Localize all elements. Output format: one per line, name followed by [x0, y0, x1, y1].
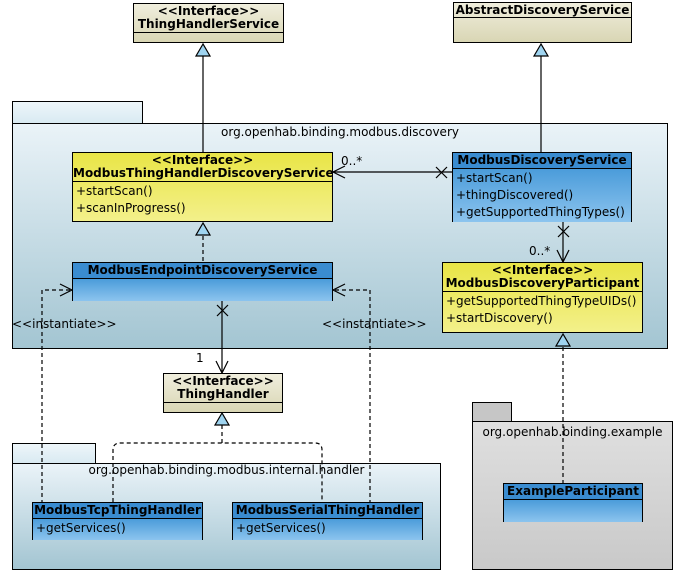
class-body-empty: [504, 500, 642, 522]
class-modbus-serial-thing-handler[interactable]: ModbusSerialThingHandler +getServices(): [232, 502, 423, 540]
class-methods: +startScan() +scanInProgress(): [73, 182, 332, 217]
class-name: ModbusThingHandlerDiscoveryService: [73, 166, 332, 180]
class-name: ModbusDiscoveryService: [453, 153, 631, 169]
association-endpoint-to-thing-handler: [215, 301, 229, 375]
class-body-empty: [73, 279, 332, 301]
multiplicity-label: 0..*: [341, 154, 363, 168]
class-name: ModbusSerialThingHandler: [233, 503, 422, 519]
instantiate-label: <<instantiate>>: [322, 317, 427, 331]
class-modbus-discovery-participant[interactable]: <<Interface>> ModbusDiscoveryParticipant…: [442, 262, 643, 333]
association-service-to-interface: [331, 165, 452, 179]
method-line: +startScan(): [456, 171, 533, 185]
class-methods: +startScan() +thingDiscovered() +getSupp…: [453, 169, 631, 222]
class-name: ModbusDiscoveryParticipant: [445, 276, 640, 290]
class-stereotype: <<Interface>>: [151, 153, 254, 167]
class-example-participant[interactable]: ExampleParticipant: [503, 483, 643, 522]
multiplicity-label: 0..*: [529, 244, 551, 258]
class-name: ModbusTcpThingHandler: [33, 503, 202, 519]
class-name: ModbusEndpointDiscoveryService: [73, 263, 332, 279]
method-line: +startScan(): [76, 184, 153, 198]
class-methods: +getServices(): [33, 519, 202, 540]
class-methods: +getServices(): [233, 519, 422, 540]
class-name: ExampleParticipant: [504, 484, 642, 500]
instantiate-serial-to-endpoint: [331, 283, 371, 502]
class-name: AbstractDiscoveryService: [454, 3, 631, 18]
class-modbus-endpoint-discovery-service[interactable]: ModbusEndpointDiscoveryService: [72, 262, 333, 301]
class-modbus-discovery-service[interactable]: ModbusDiscoveryService +startScan() +thi…: [452, 152, 632, 222]
class-stereotype: <<Interface>>: [491, 263, 594, 277]
class-thing-handler-service[interactable]: <<Interface>> ThingHandlerService: [133, 3, 284, 43]
method-line: +getServices(): [36, 521, 126, 535]
class-stereotype: <<Interface>>: [157, 4, 260, 18]
class-modbus-thing-handler-discovery-service[interactable]: <<Interface>> ModbusThingHandlerDiscover…: [72, 152, 333, 222]
association-service-to-participant: [556, 222, 570, 264]
class-methods: +getSupportedThingTypeUIDs() +startDisco…: [443, 292, 642, 327]
class-name: ThingHandler: [177, 387, 269, 401]
package-example-title: org.openhab.binding.example: [482, 425, 663, 439]
realization-example-to-participant: [554, 332, 572, 483]
method-line: +getSupportedThingTypes(): [456, 205, 625, 219]
generalization-to-abstract-discovery-service: [532, 42, 550, 152]
class-stereotype: <<Interface>>: [172, 374, 274, 388]
package-handler-title: org.openhab.binding.modbus.internal.hand…: [88, 463, 365, 477]
class-name: ThingHandlerService: [137, 17, 280, 31]
realization-endpoint-to-interface: [194, 221, 212, 262]
class-modbus-tcp-thing-handler[interactable]: ModbusTcpThingHandler +getServices(): [32, 502, 203, 540]
method-line: +thingDiscovered(): [456, 188, 574, 202]
method-line: +startDiscovery(): [446, 311, 553, 325]
package-discovery-title: org.openhab.binding.modbus.discovery: [221, 125, 459, 139]
generalization-to-thing-handler-service: [194, 42, 212, 152]
method-line: +getSupportedThingTypeUIDs(): [446, 294, 637, 308]
class-abstract-discovery-service[interactable]: AbstractDiscoveryService: [453, 2, 632, 43]
instantiate-label: <<instantiate>>: [12, 317, 117, 331]
method-line: +getServices(): [236, 521, 326, 535]
multiplicity-label: 1: [196, 351, 204, 365]
class-thing-handler[interactable]: <<Interface>> ThingHandler: [163, 373, 283, 413]
method-line: +scanInProgress(): [76, 201, 186, 215]
realization-handlers-to-thing-handler: [112, 411, 323, 502]
